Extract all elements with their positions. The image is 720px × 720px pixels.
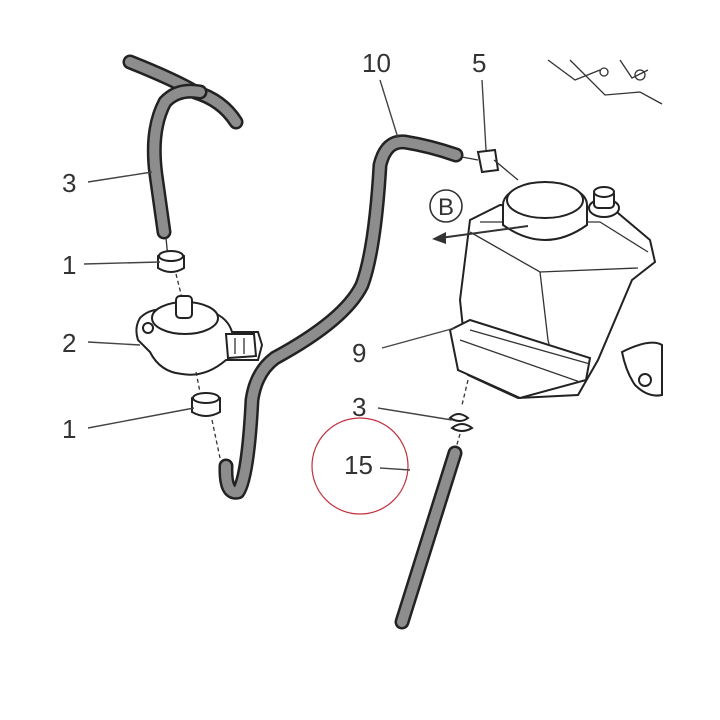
callout-2: 2: [62, 328, 76, 358]
highlight-circle: [311, 417, 409, 515]
callout-5: 5: [472, 48, 486, 78]
callout-3-lower: 3: [352, 392, 366, 422]
hose-10: [218, 134, 464, 500]
view-b-indicator: B: [429, 189, 529, 244]
valve-2: [135, 295, 264, 393]
callout-1-top: 1: [62, 250, 76, 280]
background-assembly-top-right: [547, 59, 663, 105]
leader-lines: [83, 79, 487, 471]
reservoir-9: [448, 159, 657, 406]
clamp-3-lower: [448, 413, 474, 449]
callout-1-bottom: 1: [62, 414, 76, 444]
callout-15: 15: [344, 450, 373, 480]
hose-15: [394, 445, 463, 630]
callout-3-top: 3: [62, 168, 76, 198]
hose-3-upper: [122, 54, 244, 240]
view-b-label: B: [438, 194, 454, 221]
mounting-bracket: [620, 341, 663, 397]
callout-9: 9: [352, 338, 366, 368]
clip-5: [461, 148, 500, 174]
clip-1-top: [157, 237, 185, 299]
callout-10: 10: [362, 48, 391, 78]
clip-1-bottom: [191, 392, 221, 459]
